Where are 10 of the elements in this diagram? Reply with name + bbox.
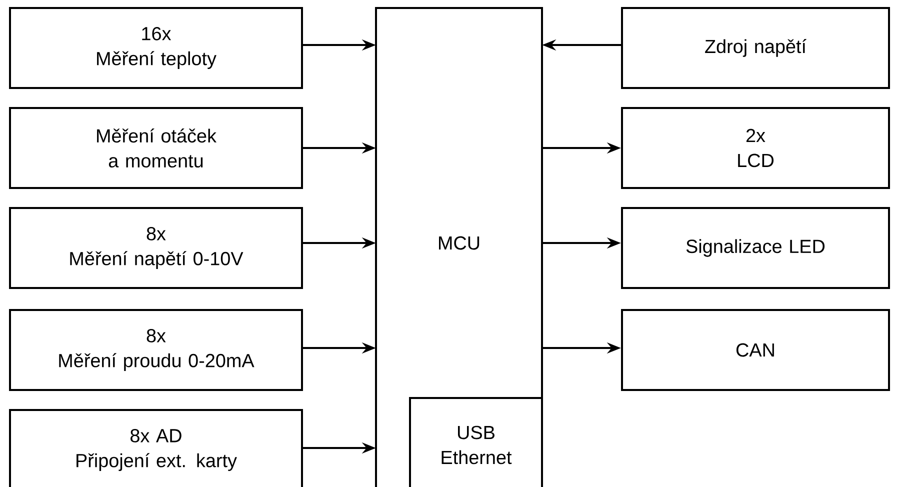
block-box: 8x Měření proudu 0-20mA bbox=[9, 309, 303, 391]
block-box: 8x AD Připojení ext. karty bbox=[9, 409, 303, 487]
block-box: USB Ethernet bbox=[409, 397, 543, 487]
block-box: Měření otáček a momentu bbox=[9, 107, 303, 189]
block-box: CAN bbox=[621, 309, 890, 391]
block-box: 16x Měření teploty bbox=[9, 7, 303, 89]
block-box: 2x LCD bbox=[621, 107, 890, 189]
block-box: 8x Měření napětí 0-10V bbox=[9, 207, 303, 289]
block-box: Zdroj napětí bbox=[621, 7, 890, 89]
block-box: Signalizace LED bbox=[621, 207, 890, 289]
